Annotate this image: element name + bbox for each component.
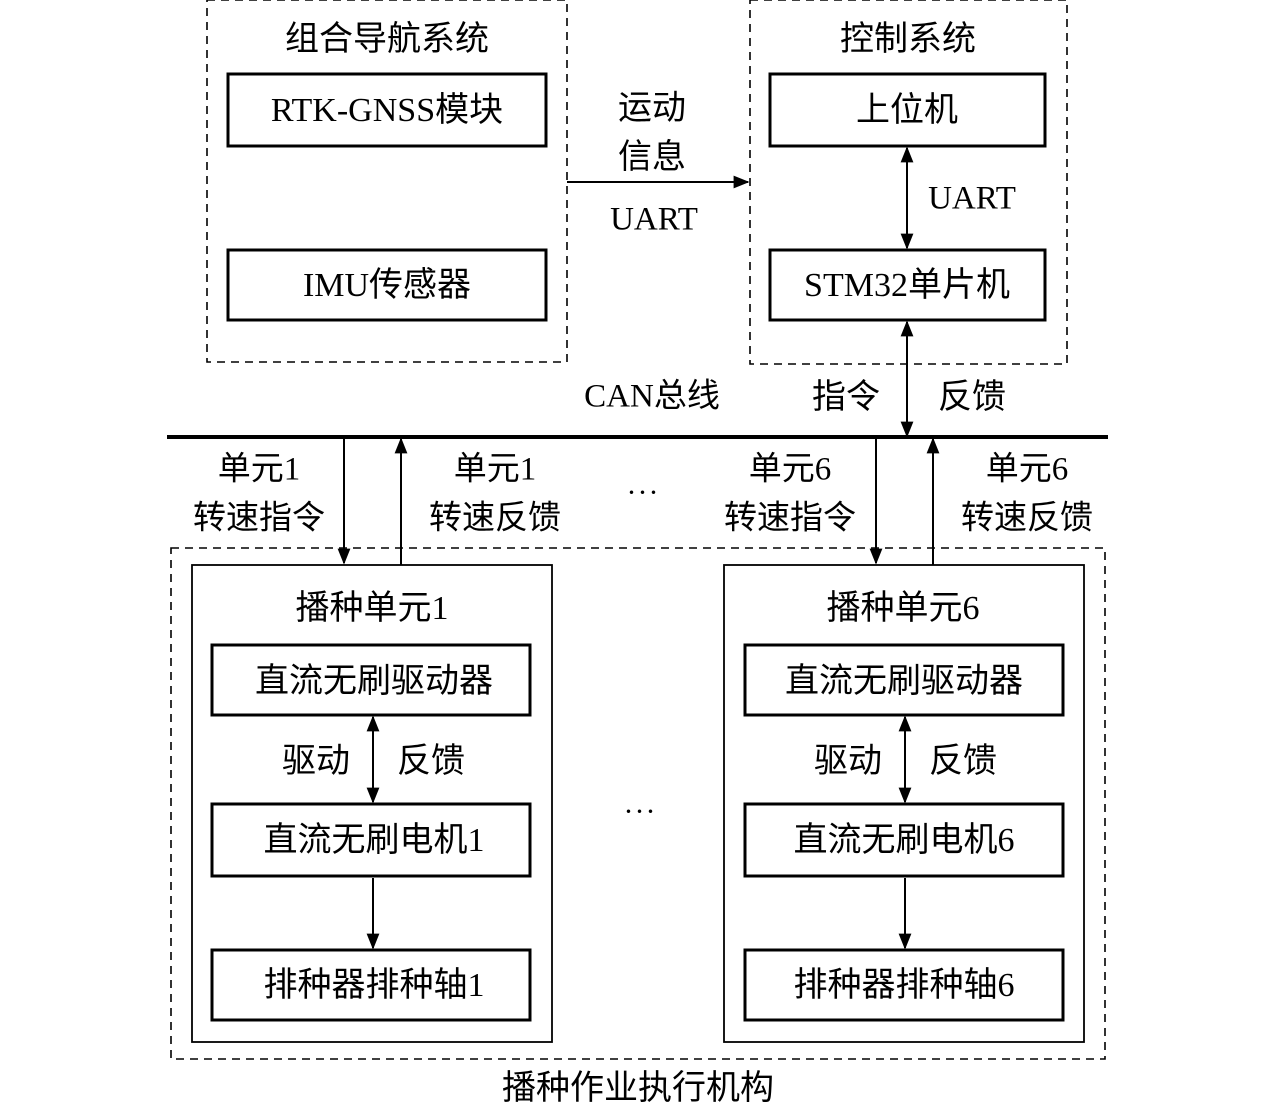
control-system-group: [749, 0, 1068, 365]
unit6-driver-label: 直流无刷驱动器: [785, 663, 1023, 700]
unit1-driver-box: [210, 643, 532, 717]
unit6-shaft-label: 排种器排种轴6: [793, 967, 1015, 1004]
unit6-drive-label: 驱动: [814, 743, 882, 780]
unit6-driver-box: [743, 643, 1065, 717]
unit1-motor-box: [210, 802, 532, 878]
unit6-feedback-label: 反馈: [929, 743, 997, 780]
nav-system-group: [206, 0, 568, 363]
host-mcu-uart-label: UART: [928, 180, 1016, 217]
control-system-title: 控制系统: [840, 21, 976, 58]
rtk-module-label: RTK-GNSS模块: [270, 92, 504, 129]
motion-info-line1: 运动: [618, 90, 686, 127]
nav-control-uart-label: UART: [610, 201, 698, 238]
seeding-unit-1-box: [191, 564, 553, 1043]
unit6-feedback-line1: 单元6: [985, 451, 1069, 488]
can-command-label: 指令: [812, 379, 880, 416]
unit1-drive-label: 驱动: [282, 743, 350, 780]
unit6-command-line2: 转速指令: [724, 500, 856, 537]
unit6-shaft-box: [743, 948, 1065, 1022]
seeding-unit-6-box: [723, 564, 1085, 1043]
unit6-command-line1: 单元6: [748, 451, 832, 488]
unit1-feedback-line2: 转速反馈: [429, 500, 561, 537]
imu-sensor-box: [226, 248, 548, 322]
imu-sensor-label: IMU传感器: [302, 267, 472, 304]
unit6-motor-label: 直流无刷电机6: [793, 822, 1015, 859]
unit1-driver-label: 直流无刷驱动器: [255, 663, 493, 700]
can-bus-label: CAN总线: [584, 378, 720, 415]
rtk-module-box: [226, 72, 548, 148]
executor-group: [170, 547, 1106, 1060]
mcu-label: STM32单片机: [804, 267, 1010, 304]
unit1-feedback-line1: 单元1: [453, 451, 537, 488]
unit1-feedback-label: 反馈: [397, 743, 465, 780]
unit6-motor-box: [743, 802, 1065, 878]
unit1-shaft-box: [210, 948, 532, 1022]
executor-title: 播种作业执行机构: [502, 1070, 774, 1107]
seeding-unit-6-title: 播种单元6: [826, 590, 980, 627]
unit1-command-line2: 转速指令: [193, 500, 325, 537]
unit1-shaft-label: 排种器排种轴1: [263, 967, 485, 1004]
seeding-unit-1-title: 播种单元1: [295, 590, 449, 627]
units-signal-ellipsis: ···: [626, 476, 660, 509]
host-pc-box: [768, 72, 1047, 148]
units-ellipsis: ···: [623, 795, 657, 828]
can-feedback-label: 反馈: [938, 379, 1006, 416]
motion-info-line2: 信息: [618, 139, 686, 176]
unit6-feedback-line2: 转速反馈: [961, 500, 1093, 537]
mcu-box: [768, 248, 1047, 322]
unit1-command-line1: 单元1: [217, 451, 301, 488]
host-pc-label: 上位机: [856, 92, 958, 129]
unit1-motor-label: 直流无刷电机1: [263, 822, 485, 859]
nav-system-title: 组合导航系统: [285, 21, 489, 58]
